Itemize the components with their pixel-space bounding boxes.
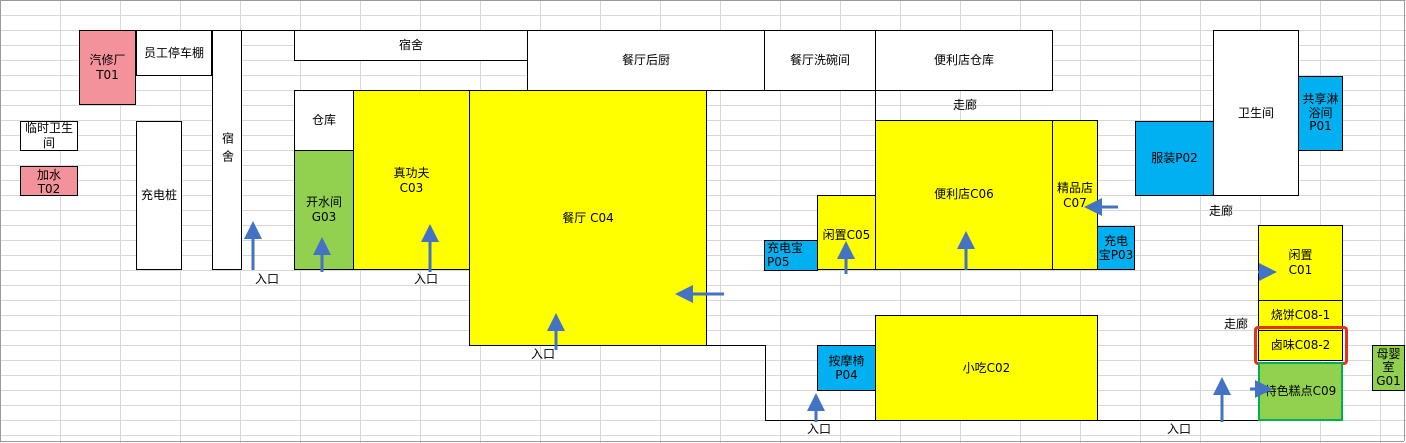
room-code: T02 [37,181,61,196]
room-name: 充电桩 [140,188,177,202]
room-name: 特色糕点C09 [1264,383,1337,398]
wall-line [706,345,766,346]
room-store-warehouse: 便利店仓库 [875,30,1053,91]
room-name: 服装P02 [1151,151,1198,165]
room-powerbank-p03: 充电宝P03 [1097,226,1135,270]
room-name: 卫生间 [1237,105,1274,120]
room-shaobing: 烧饼C08-1 [1258,300,1343,331]
room-name: 便利店仓库 [933,53,994,67]
room-name: 仓库 [311,113,336,127]
room-name: 餐厅后厨 [621,53,670,67]
room-code: G01 [1376,373,1401,388]
room-name: 烧饼C08-1 [1270,308,1331,322]
entrance-label: 入口 [413,272,438,286]
wall-line [241,30,242,270]
room-code: P01 [1309,119,1332,134]
room-code: C01 [1288,263,1313,277]
label-corridor-top: 走廊 [920,98,1010,113]
room-code: P05 [767,254,790,269]
room-name: 小吃C02 [962,360,1011,375]
room-code: T01 [96,67,119,82]
room-code: G03 [311,210,337,224]
room-restaurant: 餐厅 C04 [469,90,707,346]
room-snack: 小吃C02 [875,315,1098,421]
entrance-label: 入口 [530,347,555,361]
room-clothing: 服装P02 [1135,121,1214,196]
room-name-line2: 浴间 [1308,105,1333,120]
room-name: 走廊 [1223,317,1248,331]
room-dishwashing: 餐厅洗碗间 [764,30,876,91]
room-name: 开水间 [305,195,342,209]
room-idle-c05: 闲置C05 [817,195,876,270]
room-dorm-top: 宿舍 [294,30,528,61]
room-code: 宝P03 [1098,248,1134,262]
room-name: 精品店 [1056,181,1093,195]
sheet-border-bottom [0,441,1404,442]
wall-line [875,90,876,120]
room-name: 餐厅 C04 [562,210,614,225]
room-charging-pile: 充电桩 [136,121,182,270]
room-name: 卤味C08-2 [1270,338,1331,352]
room-name: 餐厅洗碗间 [789,53,850,67]
room-code: P04 [835,368,858,382]
room-name: 员工停车棚 [143,45,204,60]
room-name: 走廊 [1208,204,1233,218]
room-name: 母婴 [1376,347,1401,362]
room-code: C03 [399,181,424,195]
sheet-border-right [1404,0,1405,441]
room-name: 闲置 [1288,248,1313,262]
sheet-border-left [0,0,1,441]
room-name: 真功夫 [393,166,430,180]
room-name: 加水 [36,167,61,182]
room-name: 宿舍 [398,38,423,52]
entrance-label: 入口 [1166,422,1191,436]
entrance-label: 入口 [254,272,279,286]
wall-line [241,30,295,31]
wall-line [765,345,766,421]
label-corridor-mid: 走廊 [1214,317,1258,332]
room-restroom: 卫生间 [1213,30,1299,196]
room-name: 走廊 [952,98,977,112]
room-luwei: 卤味C08-2 [1258,330,1343,361]
room-name: 宿舍 [220,132,235,168]
room-name: 充电宝 [767,241,804,256]
room-name-line2: 室 [1382,360,1395,375]
room-code: C07 [1063,196,1087,210]
room-name: 闲置C05 [822,228,871,242]
room-temp-restroom: 临时卫生间 [20,121,78,151]
room-name: 汽修厂 [89,52,126,67]
sheet-border-top [0,0,1404,1]
entrance-label: 入口 [806,422,831,436]
room-name: 充电 [1103,233,1128,248]
room-name: 临时卫生间 [24,121,73,150]
room-name: 按摩椅 [828,353,865,368]
room-name: 便利店C06 [934,187,994,201]
room-staff-carport: 员工停车棚 [136,30,212,76]
label-corridor-right: 走廊 [1196,204,1246,219]
room-name: 共享淋 [1302,91,1339,106]
